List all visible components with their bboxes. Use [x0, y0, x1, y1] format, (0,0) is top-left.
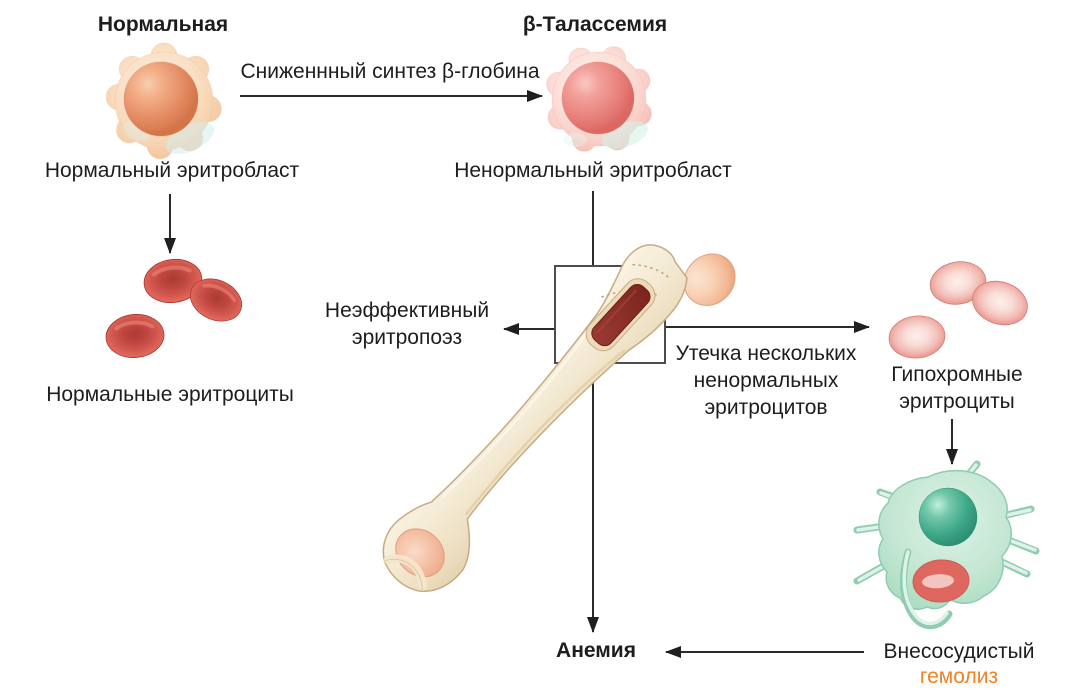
femoral-head — [683, 253, 736, 306]
label-normal-erythroblast: Нормальный эритробласт — [44, 159, 300, 182]
engulfed-rbc — [912, 559, 970, 603]
label-leakage: Утечка нескольких ненормальных эритроцит… — [675, 342, 857, 419]
abnormal-erythroblast-nucleus — [561, 61, 635, 135]
label-abnormal-erythroblast: Ненормальный эритробласт — [454, 159, 732, 182]
label-extravascular: Внесосудистый — [883, 640, 1035, 663]
macrophage — [853, 460, 1040, 630]
hypochromic-rbc-3 — [886, 312, 948, 362]
macrophage-nucleus — [918, 487, 978, 547]
label-hemolysis: гемолиз — [919, 665, 999, 688]
abnormal-erythroblast-cell — [546, 46, 652, 152]
label-normal-title: Нормальная — [97, 13, 229, 36]
hypochromic-rbc-group — [886, 257, 1034, 362]
label-hypochromic-erythrocytes: Гипохромные эритроциты — [891, 363, 1023, 413]
normal-erythroblast-cell — [105, 42, 222, 160]
label-thalassemia-title: β-Талассемия — [522, 13, 668, 36]
normal-erythroblast-nucleus — [123, 61, 199, 137]
macrophage-arm — [900, 548, 953, 630]
bone-marrow — [591, 283, 651, 347]
label-reduced-synthesis: Сниженнный синтез β-глобина — [240, 60, 540, 83]
femur-bone — [382, 244, 736, 593]
normal-rbc-group — [102, 253, 251, 362]
label-normal-erythrocytes: Нормальные эритроциты — [46, 383, 294, 406]
label-ineffective-erythropoiesis: Неэффективный эритропоэз — [324, 299, 490, 349]
label-anemia: Анемия — [556, 639, 636, 662]
normal-rbc-3 — [102, 310, 168, 362]
